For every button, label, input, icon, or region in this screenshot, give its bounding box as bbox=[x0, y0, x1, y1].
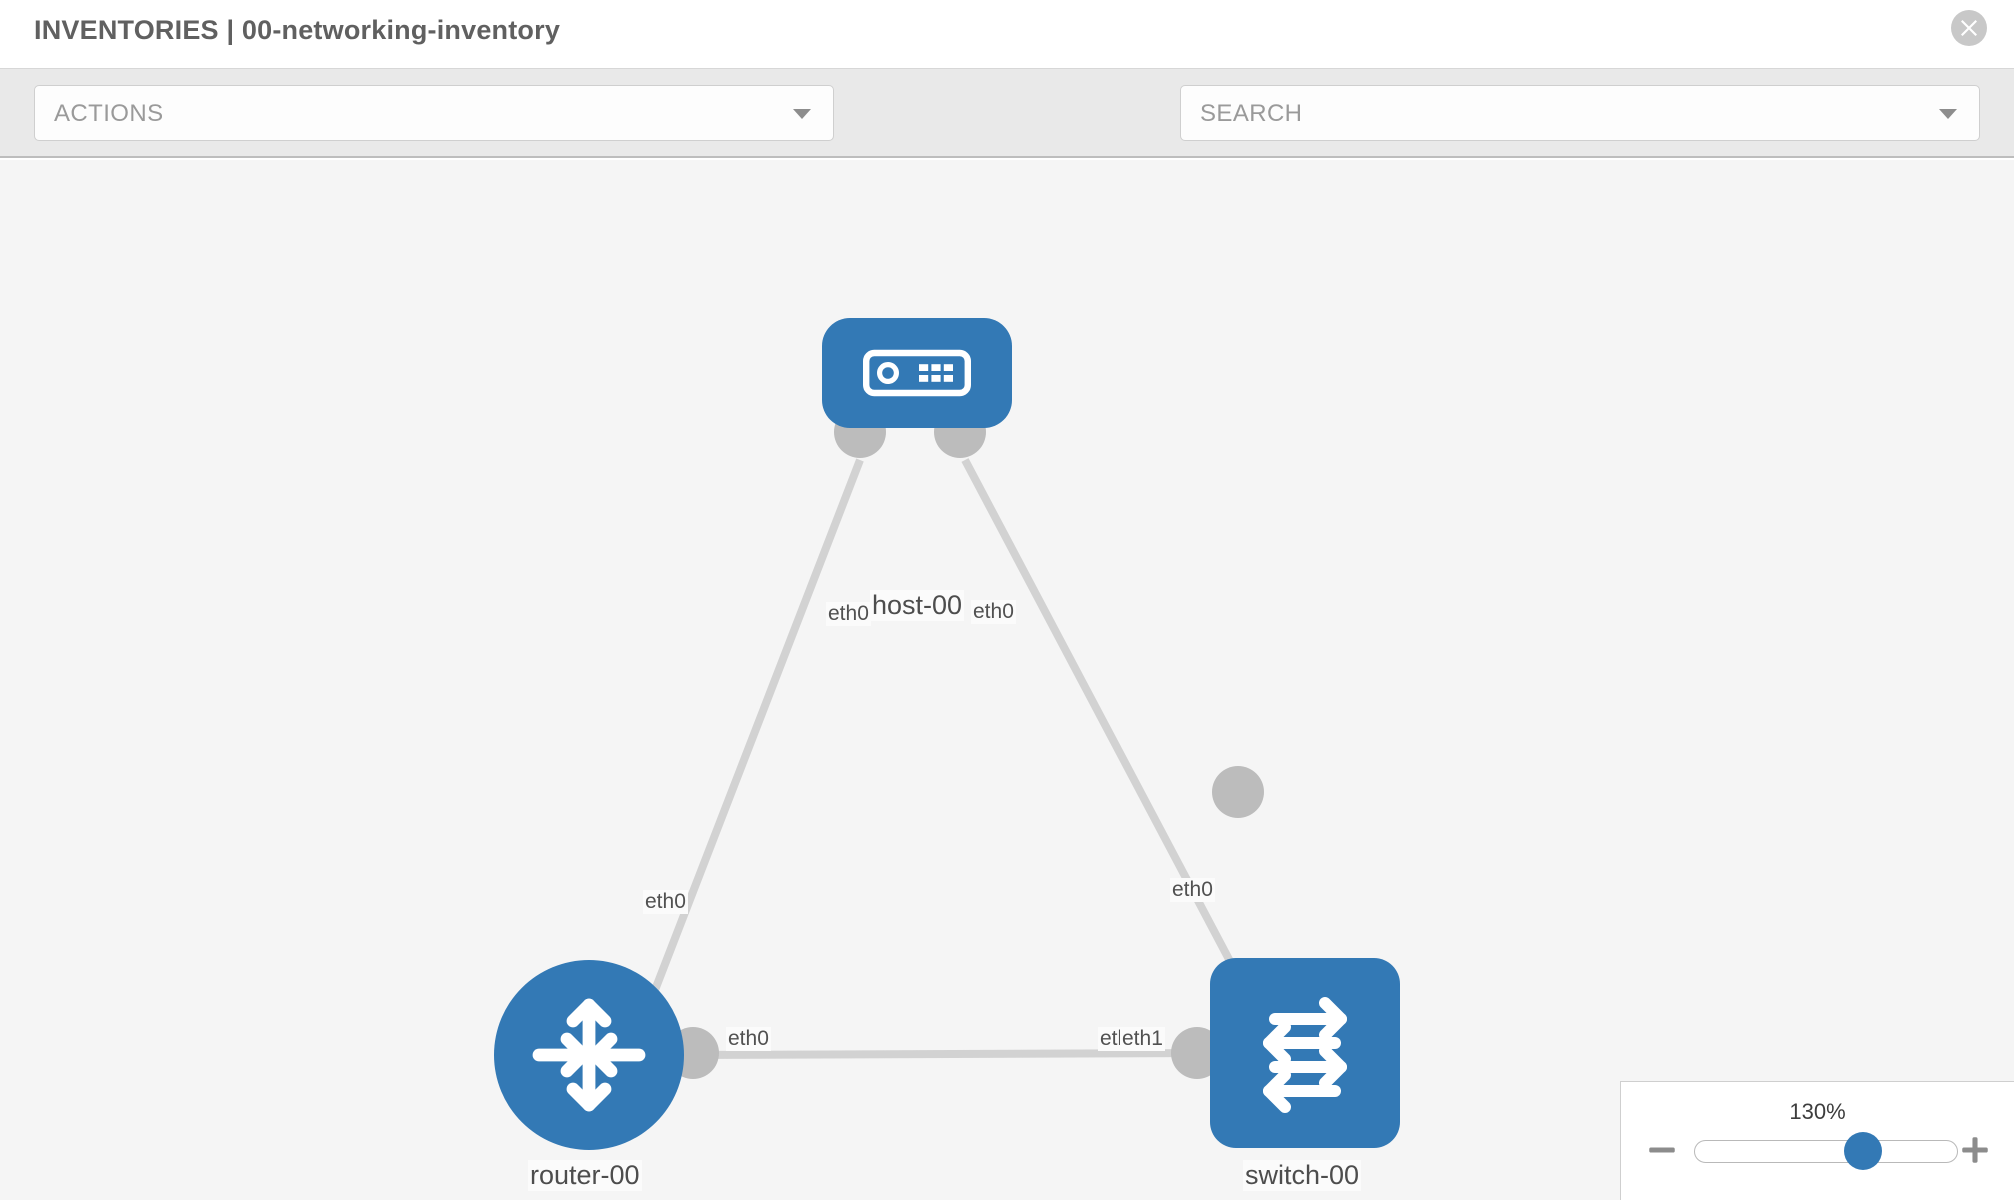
node-host-00[interactable] bbox=[822, 318, 1012, 428]
close-icon bbox=[1961, 20, 1977, 36]
actions-dropdown-label: ACTIONS bbox=[54, 100, 164, 127]
node-label-router-00: router-00 bbox=[528, 1160, 642, 1191]
topology-canvas[interactable]: host-00 router-00 switch-00 eth0 eth0 et… bbox=[0, 160, 2014, 1200]
actions-dropdown[interactable]: ACTIONS bbox=[34, 85, 834, 141]
zoom-percent-label: 130% bbox=[1789, 1099, 1846, 1124]
edge-label-host-right: eth0 bbox=[971, 600, 1016, 624]
edge-label-switch-uplink: eth0 bbox=[1170, 878, 1215, 902]
server-device-icon bbox=[863, 349, 971, 397]
edge-label-router-lan: eth0 bbox=[726, 1027, 771, 1051]
link-router-switch[interactable] bbox=[679, 1049, 1216, 1059]
edge-label-host-left: eth0 bbox=[826, 602, 871, 626]
header-bar: INVENTORIES | 00-networking-inventory bbox=[0, 0, 2014, 69]
chevron-down-icon[interactable] bbox=[1939, 109, 1957, 119]
close-button[interactable] bbox=[1951, 10, 1987, 46]
node-label-switch-00: switch-00 bbox=[1243, 1160, 1362, 1191]
zoom-control-panel: 130% bbox=[1620, 1081, 2014, 1200]
zoom-slider-track[interactable] bbox=[1694, 1140, 1958, 1163]
topology-links bbox=[651, 406, 1264, 1079]
node-router-00[interactable] bbox=[494, 960, 684, 1150]
search-input[interactable]: SEARCH bbox=[1180, 85, 1980, 141]
search-placeholder: SEARCH bbox=[1200, 100, 1303, 127]
chevron-down-icon bbox=[793, 109, 811, 119]
edge-label-router-uplink: eth0 bbox=[643, 890, 688, 914]
plus-icon bbox=[1962, 1137, 1988, 1163]
zoom-slider-thumb[interactable] bbox=[1844, 1132, 1882, 1170]
edge-label-switch-lan: eth1 bbox=[1120, 1027, 1165, 1051]
zoom-in-button[interactable] bbox=[1958, 1133, 1992, 1167]
zoom-out-button[interactable] bbox=[1645, 1133, 1679, 1167]
node-switch-00[interactable] bbox=[1210, 958, 1400, 1148]
page-title: INVENTORIES | 00-networking-inventory bbox=[34, 15, 561, 45]
link-host-router[interactable] bbox=[651, 458, 864, 992]
router-arrows-icon bbox=[532, 998, 646, 1112]
switch-arrows-icon bbox=[1263, 997, 1347, 1113]
node-label-host-00: host-00 bbox=[870, 590, 965, 621]
toolbar: ACTIONS SEARCH bbox=[0, 69, 2014, 206]
connector-switch-eth0[interactable] bbox=[1212, 766, 1264, 818]
minus-icon bbox=[1649, 1147, 1675, 1153]
